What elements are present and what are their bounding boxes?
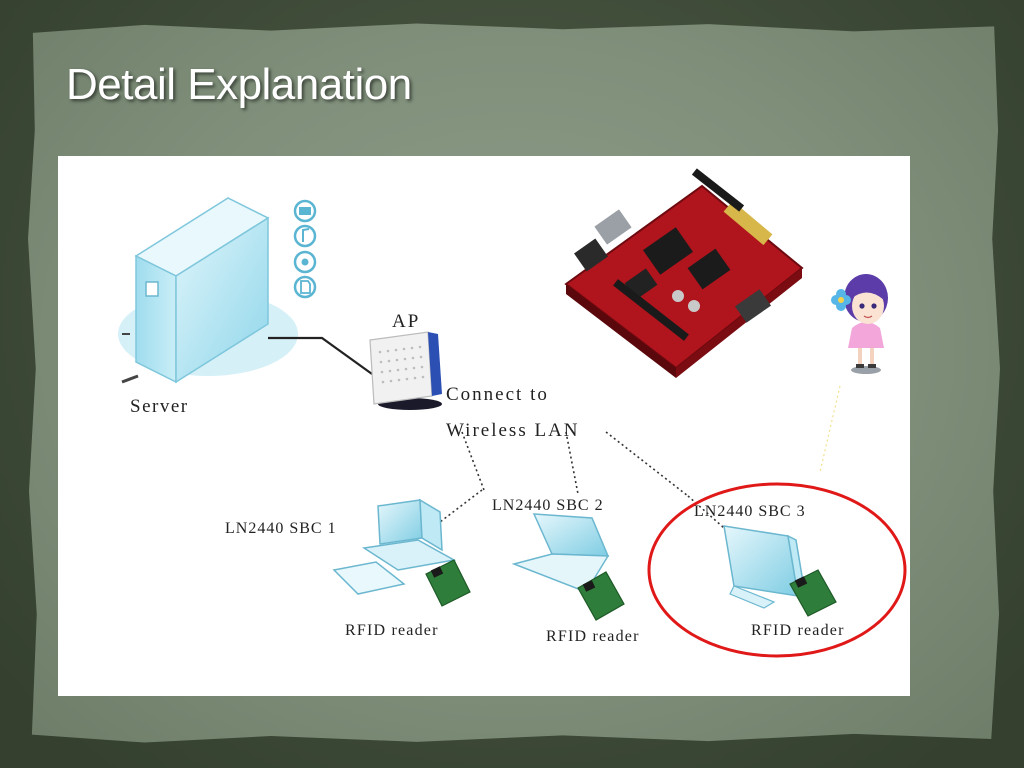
server-ap-cable xyxy=(268,336,373,375)
sbc-label: LN2440 SBC 3 xyxy=(694,503,806,520)
slide-title: Detail Explanation xyxy=(66,60,412,109)
laptop-icon xyxy=(511,513,610,593)
girl-character-image xyxy=(831,274,888,374)
monitor-icon xyxy=(723,525,807,609)
server-label: Server xyxy=(130,396,189,417)
rfid-reader-label: RFID reader xyxy=(546,628,640,645)
highlight-circle xyxy=(647,482,907,658)
diagram-graphics xyxy=(118,168,907,658)
rfid-reader-3-board xyxy=(789,569,837,617)
connect-label-line2: Wireless LAN xyxy=(446,420,580,441)
flower-icon xyxy=(831,289,851,311)
access-point-icon xyxy=(369,331,442,410)
sbc-label: LN2440 SBC 2 xyxy=(492,497,604,514)
rfid-reader-2-board xyxy=(577,571,625,621)
sbc-board-image xyxy=(564,168,804,378)
server-icon xyxy=(118,197,298,384)
media-icons xyxy=(293,199,317,299)
wireless-links xyxy=(439,431,725,529)
user-link-line xyxy=(819,385,841,473)
rfid-reader-label: RFID reader xyxy=(751,622,845,639)
connect-label-line1: Connect to xyxy=(446,384,549,405)
rfid-reader-1-board xyxy=(425,559,471,607)
network-diagram: Server AP Connect to Wireless LAN LN2440… xyxy=(58,156,910,696)
desktop-pc-icon xyxy=(332,498,457,595)
sbc-label: LN2440 SBC 1 xyxy=(225,520,337,537)
ap-label: AP xyxy=(392,311,421,332)
rfid-reader-label: RFID reader xyxy=(345,622,439,639)
